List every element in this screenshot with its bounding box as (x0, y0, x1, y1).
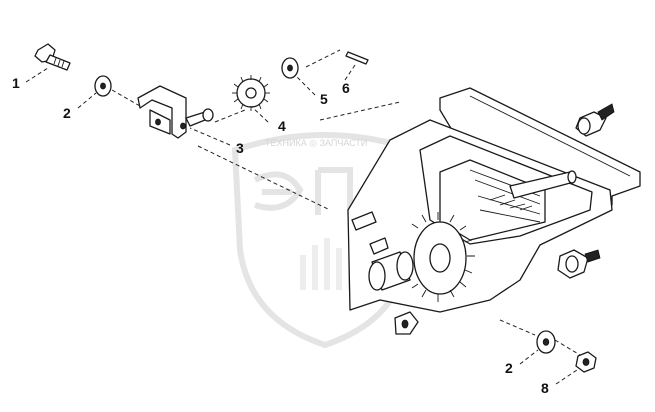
callout-5: 5 (320, 91, 328, 107)
callout-4: 4 (278, 118, 286, 134)
nut-part-8 (575, 351, 597, 373)
callout-labels: 1 2 3 4 5 6 2 8 (12, 75, 549, 396)
callout-2-upper: 2 (63, 105, 71, 121)
bolt-part-1 (34, 43, 71, 71)
washer-part-5 (281, 57, 299, 79)
washer-part-2-upper (94, 75, 112, 97)
callout-3: 3 (236, 140, 244, 156)
watermark-tagline: ТЕХНИКА ◎ ЗАПЧАСТИ (265, 138, 367, 148)
watermark-stalks-icon (300, 238, 354, 290)
washer-part-2-lower (536, 330, 556, 354)
housing-assembly (347, 87, 641, 335)
bracket-part-3 (137, 85, 214, 139)
callout-2-lower: 2 (505, 360, 513, 376)
leader-lines (25, 49, 581, 385)
callout-1: 1 (12, 75, 20, 91)
callout-6: 6 (342, 80, 350, 96)
pin-part-6 (345, 51, 369, 65)
gear-part-4-icon (232, 75, 270, 111)
callout-8: 8 (541, 380, 549, 396)
